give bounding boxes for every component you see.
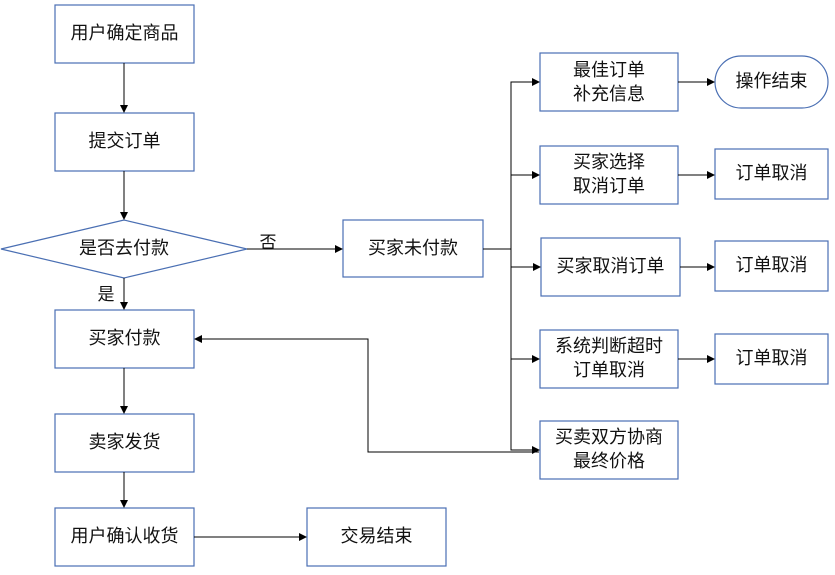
node-system-timeout-cancel-line2: 订单取消	[573, 360, 645, 381]
node-seller-ship: 卖家发货	[54, 413, 195, 473]
edge-not-paid-to-buyer-choose	[483, 171, 540, 250]
node-user-confirm-receipt: 用户确认收货	[54, 507, 195, 567]
node-buyer-not-paid-label: 买家未付款	[368, 238, 458, 259]
node-buyer-choose-cancel-line1: 买家选择	[573, 152, 645, 173]
node-trade-end: 交易结束	[306, 507, 447, 567]
node-negotiate-price-line1: 买卖双方协商	[555, 427, 663, 448]
node-order-cancel-3-label: 订单取消	[736, 348, 808, 369]
node-buyer-cancel-order-label: 买家取消订单	[557, 256, 665, 277]
node-user-confirm-product: 用户确定商品	[54, 4, 195, 64]
node-operation-end-label: 操作结束	[736, 71, 808, 92]
node-decide-pay-label: 是否去付款	[79, 238, 169, 259]
node-order-cancel-1-label: 订单取消	[736, 163, 808, 184]
node-buyer-not-paid: 买家未付款	[342, 219, 484, 278]
node-order-cancel-2: 订单取消	[714, 240, 829, 292]
node-order-cancel-2-label: 订单取消	[736, 255, 808, 276]
node-system-timeout-cancel: 系统判断超时 订单取消	[539, 329, 679, 389]
node-buyer-cancel-order: 买家取消订单	[540, 237, 681, 297]
node-best-order-line1: 最佳订单	[573, 60, 645, 81]
node-trade-end-label: 交易结束	[341, 526, 413, 547]
node-order-cancel-3: 订单取消	[714, 333, 829, 385]
node-order-cancel-1: 订单取消	[714, 148, 829, 200]
edge-label-yes: 是	[98, 285, 115, 305]
node-user-confirm-product-label: 用户确定商品	[71, 23, 179, 44]
node-buyer-choose-cancel: 买家选择 取消订单	[539, 145, 679, 205]
node-negotiate-price-line2: 最终价格	[573, 451, 645, 472]
node-operation-end: 操作结束	[714, 55, 829, 109]
edge-label-no: 否	[260, 233, 277, 253]
node-seller-ship-label: 卖家发货	[89, 432, 161, 453]
node-buyer-choose-cancel-line2: 取消订单	[573, 176, 645, 197]
node-decide-pay: 是否去付款	[0, 219, 248, 279]
node-best-order: 最佳订单 补充信息	[539, 52, 679, 112]
node-system-timeout-cancel-line1: 系统判断超时	[555, 336, 663, 357]
node-submit-order: 提交订单	[54, 112, 195, 172]
edge-negotiate-to-buyer-pay	[194, 335, 539, 453]
node-buyer-pay-label: 买家付款	[89, 328, 161, 349]
node-user-confirm-receipt-label: 用户确认收货	[71, 526, 179, 547]
edge-not-paid-to-negotiate	[483, 248, 540, 454]
node-negotiate-price: 买卖双方协商 最终价格	[539, 420, 679, 480]
node-submit-order-label: 提交订单	[89, 131, 161, 152]
node-buyer-pay: 买家付款	[54, 309, 195, 369]
node-best-order-line2: 补充信息	[573, 84, 645, 105]
